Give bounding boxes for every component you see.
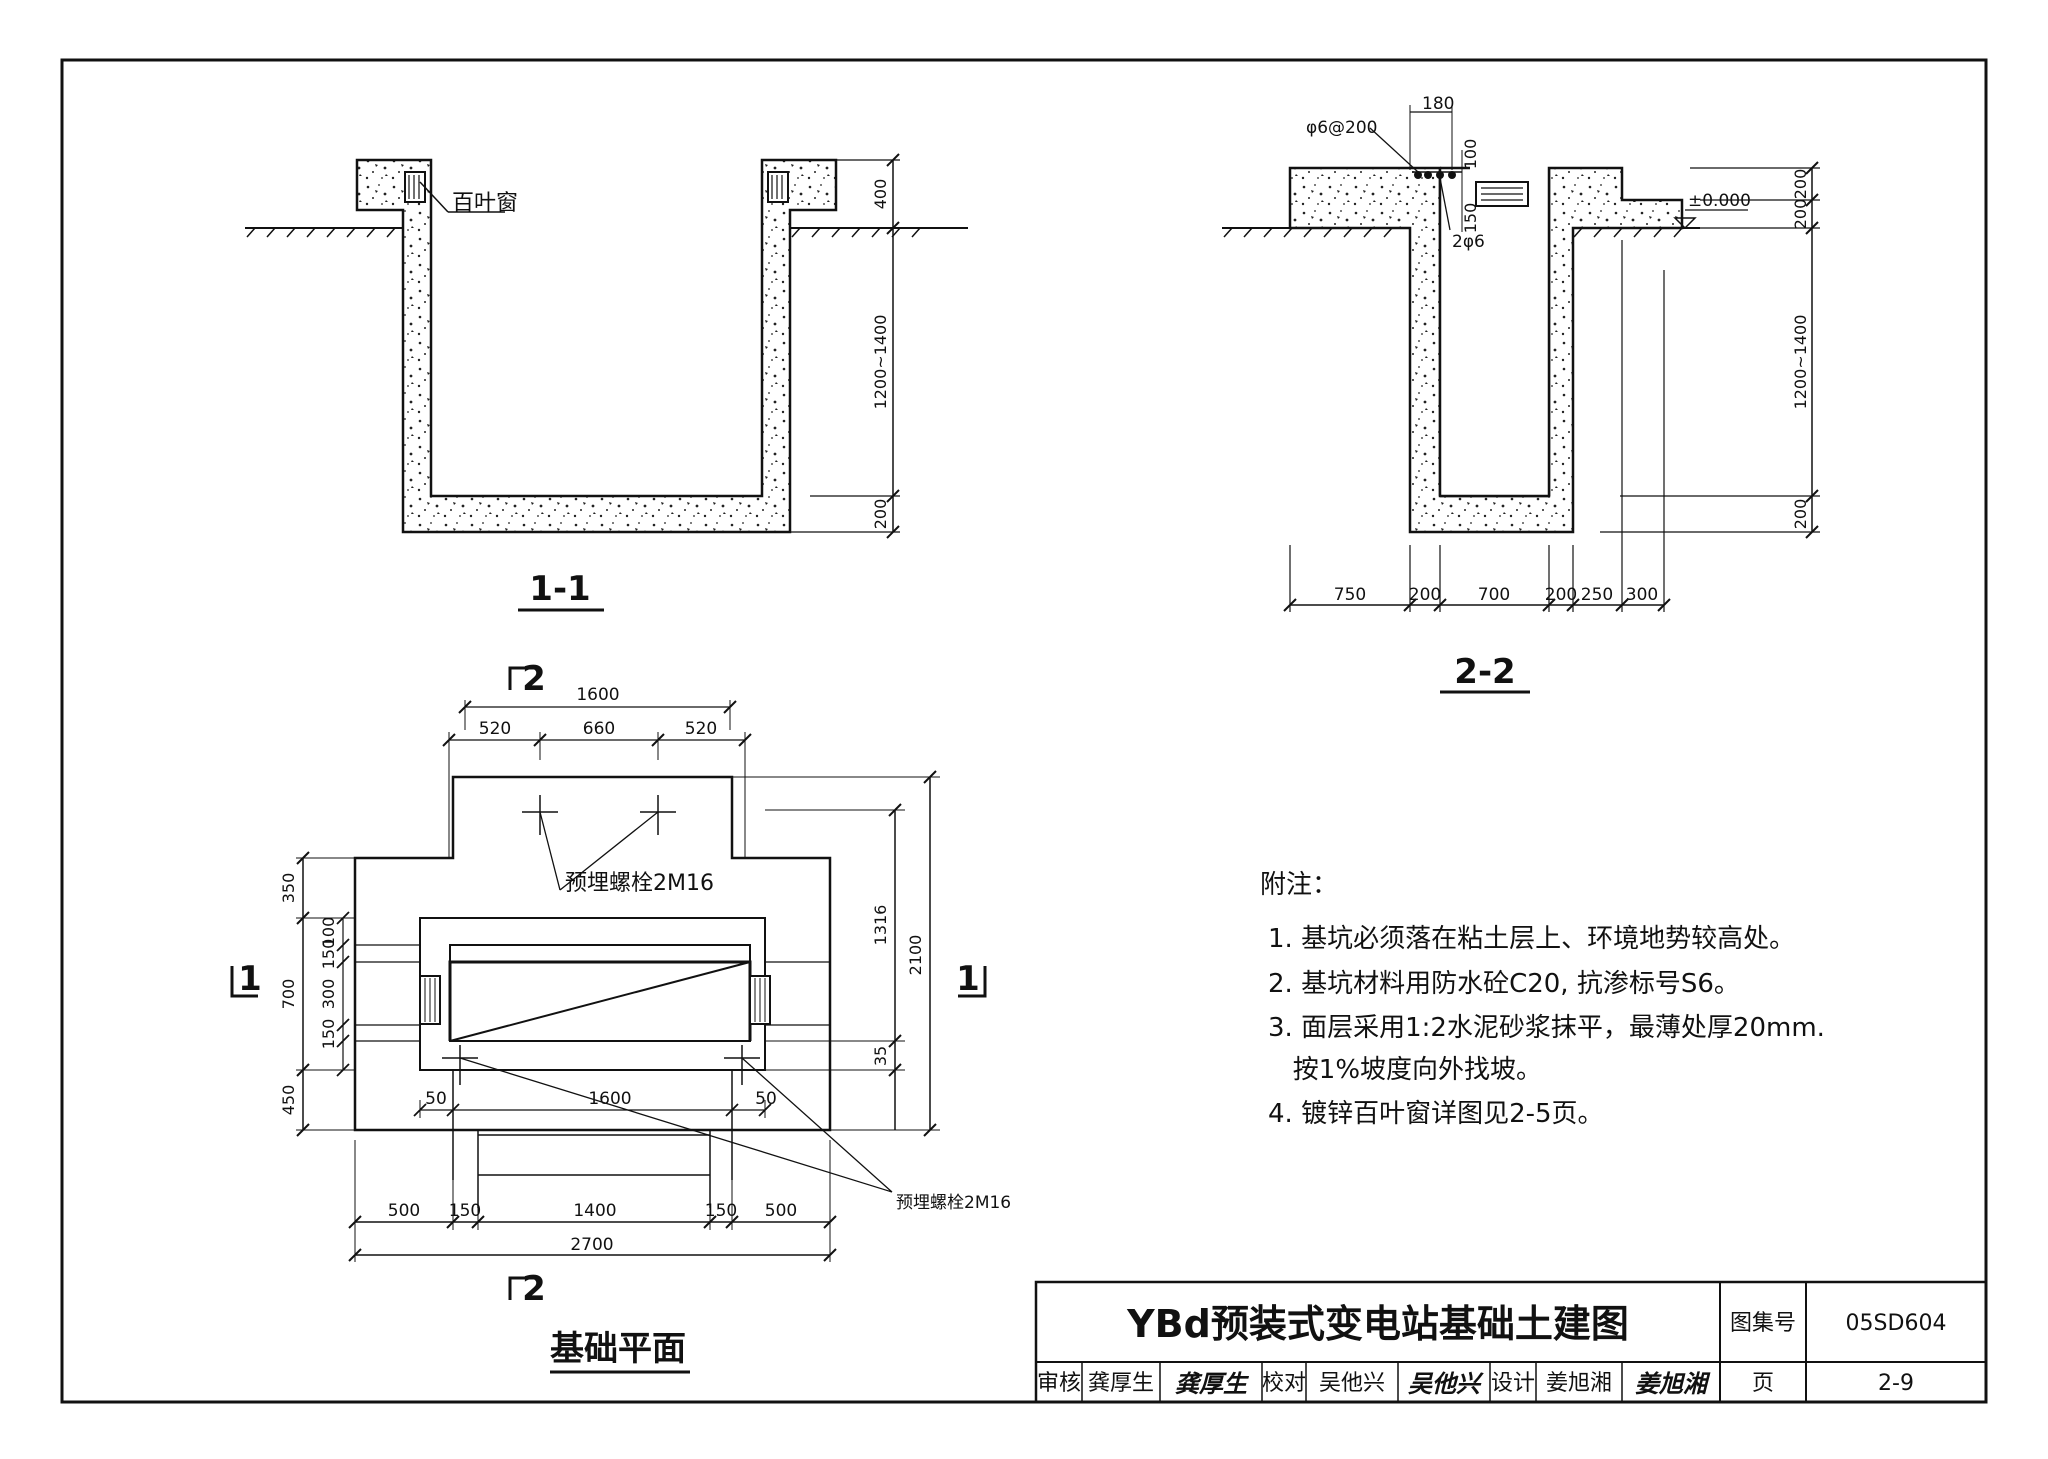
reviewer-signature: 龚厚生	[1175, 1370, 1250, 1398]
dim-400: 400	[871, 179, 890, 210]
design-label: 设计	[1491, 1371, 1535, 1396]
pit-wall-1-1	[355, 158, 838, 534]
dim-150: 150	[1461, 203, 1480, 234]
dim-520-b: 520	[685, 719, 717, 739]
cut-2-bottom: 2	[522, 1269, 546, 1309]
dim-500-b: 500	[765, 1201, 797, 1221]
foundation-plan	[230, 666, 987, 1300]
plan-outline	[353, 775, 832, 1132]
dim-100-plan: 100	[319, 917, 338, 948]
atlas-label: 图集号	[1730, 1311, 1796, 1336]
dim-150-plan-a: 150	[319, 939, 338, 970]
cut-1-left: 1	[238, 959, 262, 999]
dim-300: 300	[1626, 585, 1658, 605]
designer-name: 姜旭湘	[1546, 1371, 1612, 1396]
note-4: 4. 镀锌百叶窗详图见2-5页。	[1268, 1099, 1604, 1129]
dim-150-b-b: 150	[705, 1201, 737, 1221]
page-label: 页	[1752, 1371, 1774, 1396]
dim-50-a: 50	[425, 1089, 447, 1109]
cut-1-right: 1	[956, 959, 980, 999]
section-2-2-title: 2-2	[1454, 652, 1515, 692]
dim-200: 200	[871, 499, 890, 530]
designer-signature: 姜旭湘	[1635, 1370, 1711, 1398]
dim-200-c: 200	[1791, 499, 1810, 530]
dim-1600-mid: 1600	[588, 1089, 631, 1109]
dim-2100: 2100	[906, 935, 925, 976]
note-1: 1. 基坑必须落在粘土层上、环境地势较高处。	[1268, 924, 1795, 954]
dim-350: 350	[279, 873, 298, 904]
dim-300-plan: 300	[319, 979, 338, 1010]
dim-660: 660	[583, 719, 615, 739]
rebar-top-label: φ6@200	[1306, 118, 1377, 138]
dim-700-plan: 700	[279, 979, 298, 1010]
louver-right	[767, 171, 789, 203]
bolt-label-bottom: 预埋螺栓2M16	[896, 1193, 1011, 1213]
review-label: 审核	[1037, 1371, 1081, 1396]
dim-500-a: 500	[388, 1201, 420, 1221]
dim-200-b: 200	[1791, 199, 1810, 230]
note-2: 2. 基坑材料用防水砼C20, 抗渗标号S6。	[1268, 969, 1740, 999]
dim-180: 180	[1422, 94, 1454, 114]
reviewer-name: 龚厚生	[1088, 1371, 1154, 1396]
dim-1400: 1400	[573, 1201, 616, 1221]
dim-700: 700	[1478, 585, 1510, 605]
frame-border	[60, 58, 1988, 1404]
plan-inner-pit	[419, 917, 766, 1071]
checker-name: 吴他兴	[1319, 1371, 1385, 1396]
dim-200-d: 200	[1409, 585, 1441, 605]
dim-200-e: 200	[1545, 585, 1577, 605]
check-label: 校对	[1262, 1371, 1306, 1396]
dim-35: 35	[871, 1046, 890, 1066]
dim-150-b-a: 150	[449, 1201, 481, 1221]
plan-title: 基础平面	[550, 1329, 686, 1369]
dim-1200-1400: 1200~1400	[871, 315, 890, 410]
dim-1600-top: 1600	[576, 685, 619, 705]
note-3-cont: 按1%坡度向外找坡。	[1268, 1055, 1542, 1085]
section-1-1	[245, 153, 968, 539]
dim-1316: 1316	[871, 905, 890, 946]
dim-100: 100	[1461, 139, 1480, 170]
note-3: 3. 面层采用1:2水泥砂浆抹平，最薄处厚20mm.	[1268, 1013, 1825, 1043]
notes: 附注： 1. 基坑必须落在粘土层上、环境地势较高处。 2. 基坑材料用防水砼C2…	[1260, 870, 1825, 1129]
dim-50-b: 50	[755, 1089, 777, 1109]
dim-1200-1400-b: 1200~1400	[1791, 315, 1810, 410]
dim-2700: 2700	[570, 1235, 613, 1255]
louver-label: 百叶窗	[452, 191, 518, 216]
louver-left	[404, 171, 426, 203]
dim-150-plan-b: 150	[319, 1019, 338, 1050]
section-2-2	[1222, 105, 1820, 612]
dim-520-a: 520	[479, 719, 511, 739]
rebar-side-label: 2φ6	[1452, 232, 1485, 252]
page-number: 2-9	[1878, 1371, 1914, 1396]
notes-heading: 附注：	[1260, 870, 1338, 900]
dim-450: 450	[279, 1085, 298, 1116]
dim-200-a: 200	[1791, 169, 1810, 200]
cut-2-top: 2	[522, 659, 546, 699]
section-1-1-title: 1-1	[529, 569, 590, 609]
title-block	[1034, 1280, 1988, 1404]
drawing-title: YBd预装式变电站基础土建图	[1126, 1302, 1629, 1346]
dim-250: 250	[1581, 585, 1613, 605]
checker-signature: 吴他兴	[1408, 1370, 1484, 1398]
atlas-number: 05SD604	[1846, 1311, 1947, 1336]
dim-750: 750	[1334, 585, 1366, 605]
elevation-label: ±0.000	[1688, 191, 1751, 211]
bolt-label-top: 预埋螺栓2M16	[565, 871, 714, 896]
